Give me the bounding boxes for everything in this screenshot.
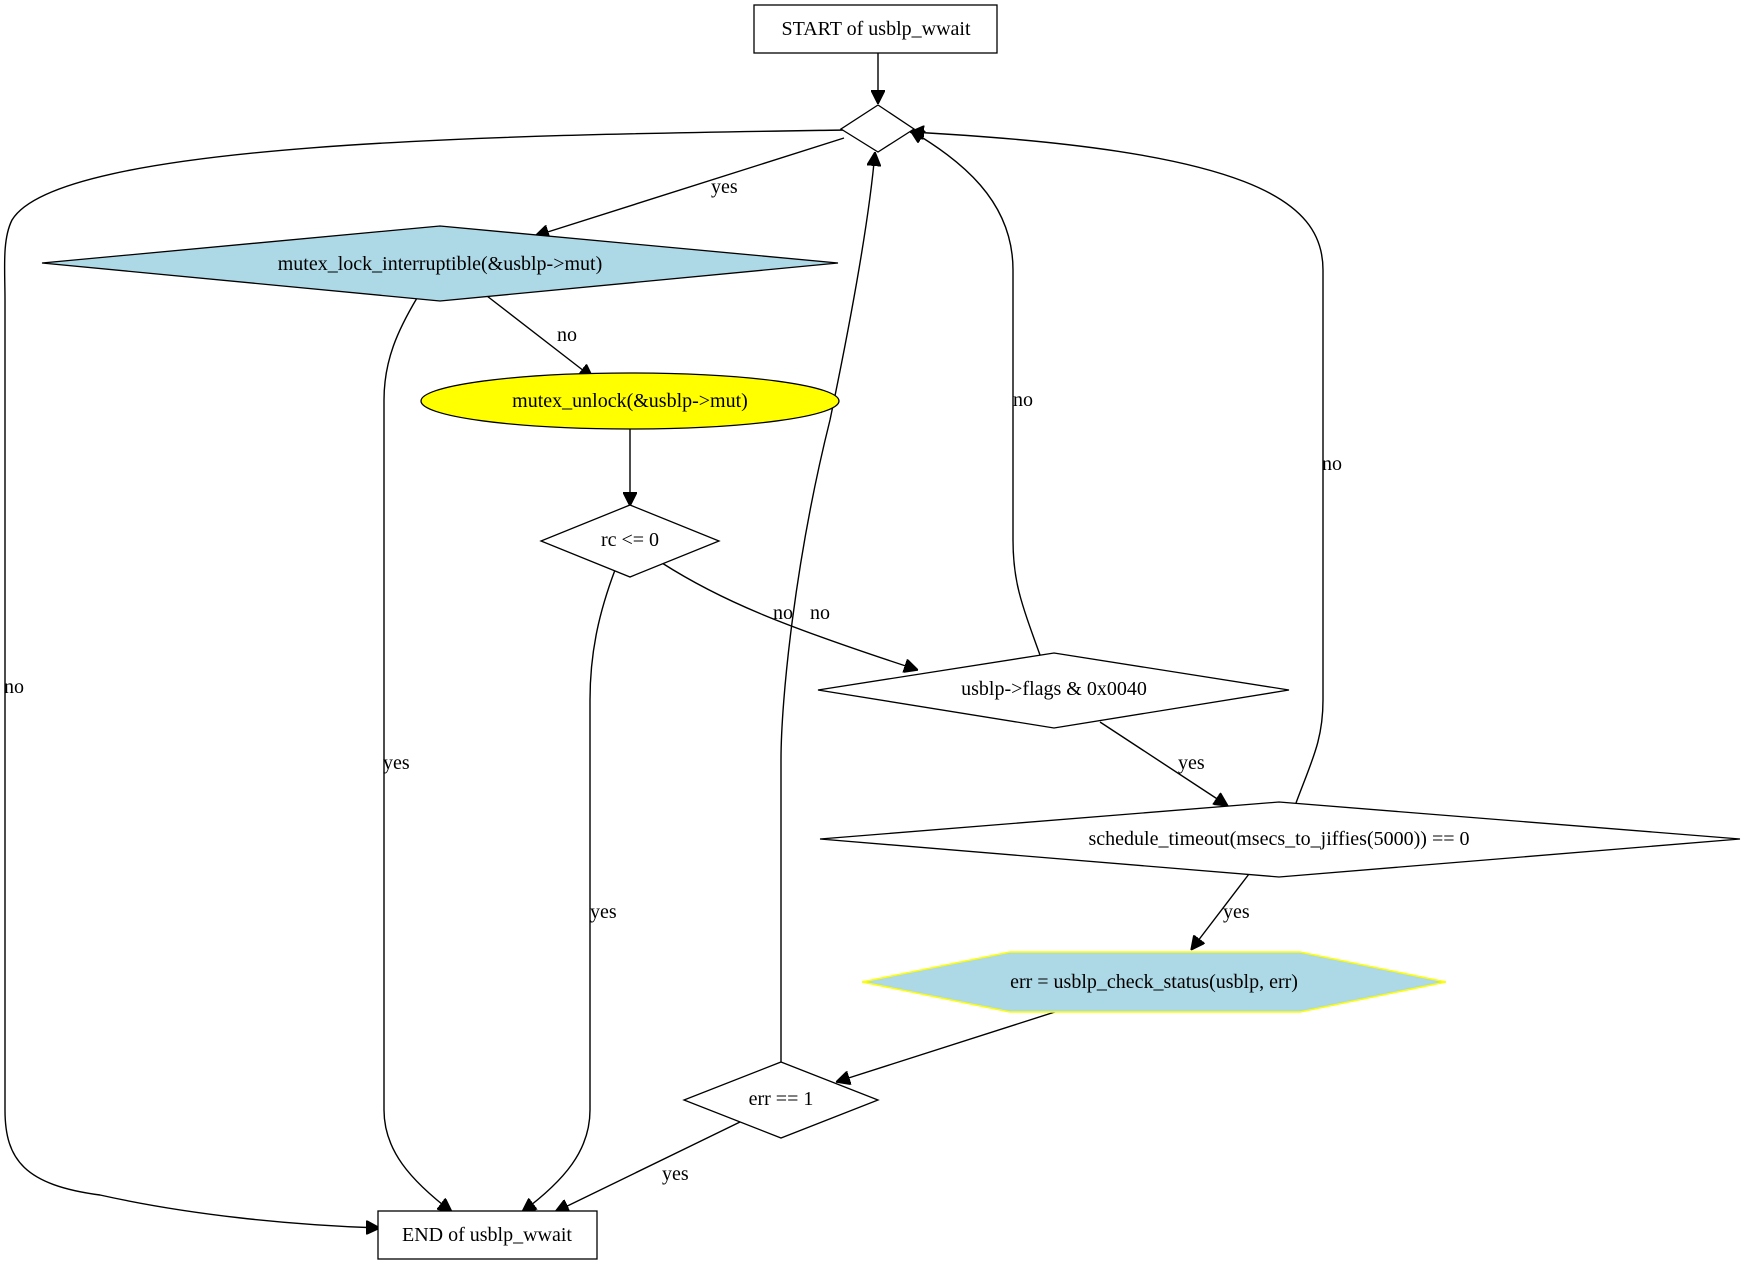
edge-rc-to-flags [661, 562, 918, 670]
edge-loop-to-end [3, 129, 845, 1228]
mutex-lock-decision: mutex_lock_interruptible(&usblp->mut) [41, 225, 839, 302]
edge-rc-to-end [522, 569, 616, 1212]
label-err-to-loop: no [810, 602, 830, 624]
edge-loop-to-lock [535, 137, 845, 236]
edge-schedule-to-status [1191, 873, 1250, 950]
label-flags-to-schedule: yes [1178, 752, 1205, 774]
label-err-to-end: yes [662, 1163, 689, 1185]
label-loop-to-lock: yes [711, 176, 738, 198]
err-check-label: err == 1 [749, 1088, 814, 1110]
err-check-decision: err == 1 [682, 1061, 880, 1139]
label-schedule-to-loop: no [1322, 453, 1342, 475]
rc-check-label: rc <= 0 [601, 529, 659, 551]
start-node: START of usblp_wwait [753, 4, 998, 54]
label-flags-to-loop: no [1013, 389, 1033, 411]
label-loop-to-end: no [4, 676, 24, 698]
mutex-lock-label: mutex_lock_interruptible(&usblp->mut) [278, 253, 603, 275]
check-status-node: err = usblp_check_status(usblp, err) [861, 951, 1447, 1013]
end-node: END of usblp_wwait [377, 1210, 598, 1260]
flags-check-label: usblp->flags & 0x0040 [961, 678, 1147, 700]
check-status-label: err = usblp_check_status(usblp, err) [1010, 971, 1298, 993]
edge-lock-to-end [383, 297, 452, 1212]
mutex-unlock-label: mutex_unlock(&usblp->mut) [512, 390, 748, 412]
edges [3, 53, 1324, 1228]
schedule-check-label: schedule_timeout(msecs_to_jiffies(5000))… [1089, 828, 1470, 850]
label-lock-to-unlock: no [557, 324, 577, 346]
label-rc-to-end: yes [590, 901, 617, 923]
edge-flags-to-schedule [1099, 721, 1228, 806]
label-lock-to-end: yes [383, 752, 410, 774]
nodes: START of usblp_wwait mutex_lock_interrup… [41, 4, 1741, 1260]
rc-check-decision: rc <= 0 [539, 504, 721, 578]
mutex-unlock-node: mutex_unlock(&usblp->mut) [420, 372, 840, 430]
edge-err-to-loop [780, 152, 875, 1062]
label-schedule-to-status: yes [1223, 901, 1250, 923]
edge-err-to-end [555, 1121, 741, 1212]
flags-check-decision: usblp->flags & 0x0040 [817, 652, 1290, 729]
end-node-label: END of usblp_wwait [402, 1224, 572, 1246]
schedule-check-decision: schedule_timeout(msecs_to_jiffies(5000))… [819, 801, 1741, 878]
edge-status-to-err [836, 1010, 1059, 1082]
start-node-label: START of usblp_wwait [781, 18, 970, 40]
edge-labels: yes no no yes no yes no yes no yes no ye… [4, 176, 1342, 1185]
edge-lock-to-unlock [486, 295, 593, 378]
edge-schedule-to-loop [910, 132, 1324, 804]
label-rc-to-flags: no [773, 602, 793, 624]
loop-decision [839, 104, 916, 153]
edge-flags-to-loop [910, 130, 1041, 656]
